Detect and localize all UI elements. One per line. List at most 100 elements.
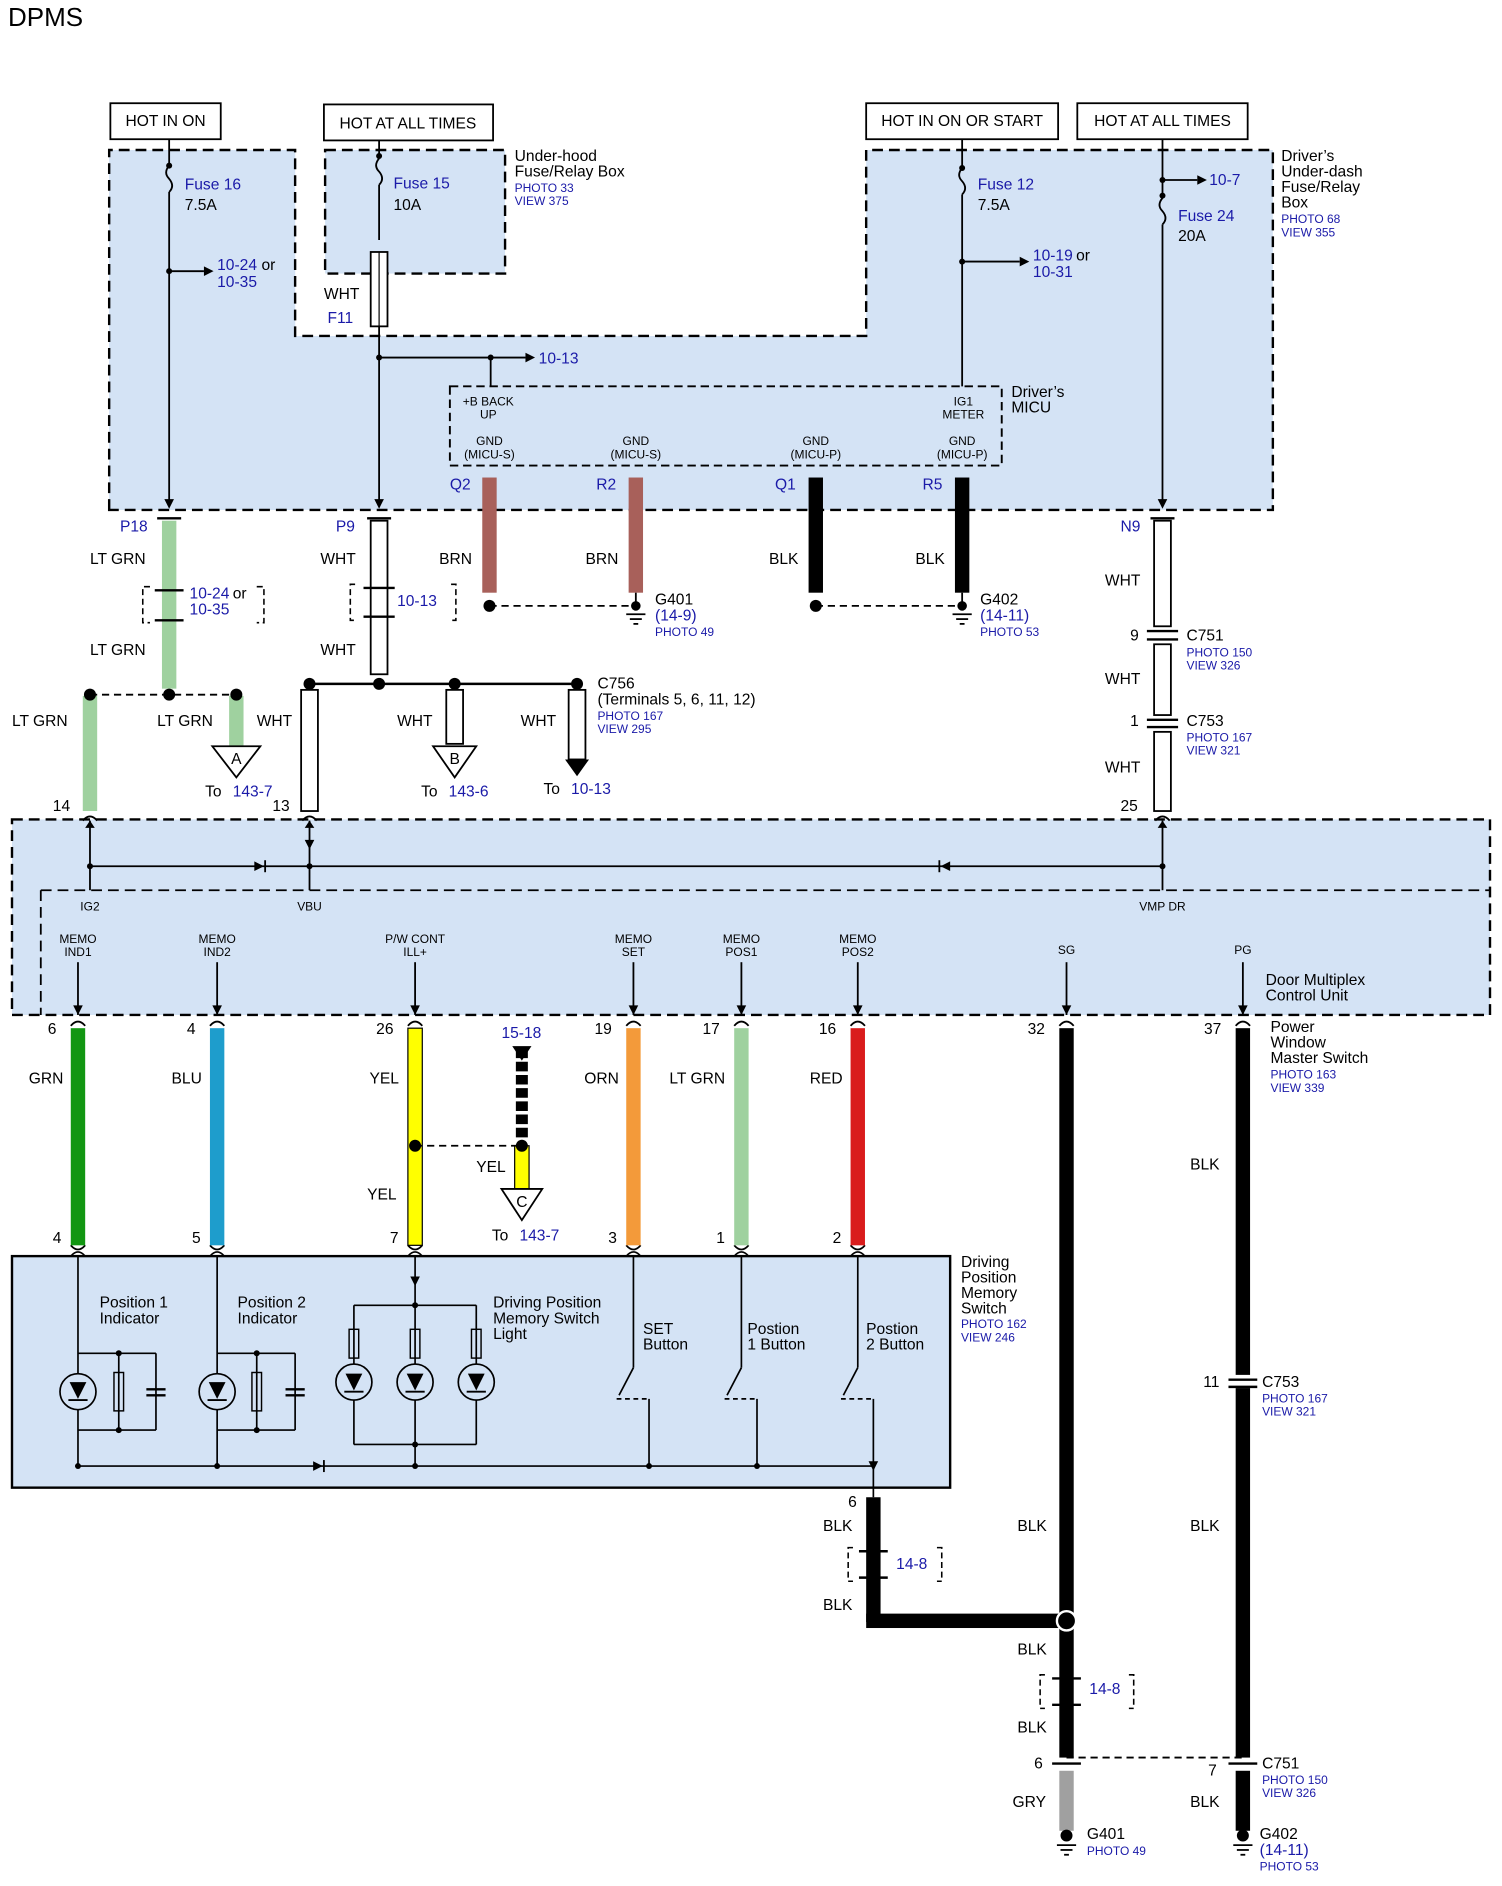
- pos1-ind-1: Position 1: [100, 1295, 168, 1312]
- fuse-15-label: Fuse 15: [393, 175, 450, 192]
- ref-143-7-c: 143-7: [519, 1228, 559, 1245]
- fuse-16-amp: 7.5A: [185, 197, 218, 214]
- pos2-button-1: Postion: [866, 1321, 918, 1338]
- g402-lower: G402: [1260, 1826, 1298, 1843]
- dmcu-term-label-3-b: SET: [622, 945, 646, 959]
- dmcu-term-wire-2: YEL: [370, 1070, 400, 1087]
- fuse-24-amp: 20A: [1178, 228, 1206, 245]
- c756-label: C756: [597, 676, 634, 693]
- dmcu-diodes: [85, 820, 1168, 873]
- dmcu-term-label-6: SG: [1058, 943, 1075, 957]
- micu-gnd-1: GND: [476, 434, 503, 448]
- micu-gnd-2: GND: [623, 434, 650, 448]
- pwms-view: VIEW 339: [1270, 1081, 1324, 1095]
- dmcu-term-lower-cap-4: [733, 1244, 750, 1251]
- micu-gnd-3: GND: [802, 434, 829, 448]
- ref-mid-10-35: 10-35: [190, 601, 230, 618]
- page-title: DPMS: [8, 2, 84, 32]
- c751-lower: C751: [1262, 1755, 1299, 1772]
- dmcu-term-cap-1: [209, 1020, 226, 1027]
- micu-pin-r5: R5: [923, 477, 943, 494]
- junction-a: [210, 745, 263, 779]
- pin-6-c751: 6: [1034, 1755, 1043, 1772]
- micu-gnd-4: GND: [949, 434, 976, 448]
- micu-gnd-3-p: (MICU-P): [790, 447, 841, 461]
- upper-references: 10-24 or 10-35 10-19 or 10-31 10-7 10-13…: [217, 172, 1240, 368]
- junction-c-label: C: [516, 1194, 527, 1211]
- upper-arrows: [164, 153, 1207, 509]
- pos1-button-1: Postion: [747, 1321, 799, 1338]
- micu-ground-labels: BRN BRN BLK BLK G401 (14-9) PHOTO 49 G40…: [439, 551, 1039, 639]
- dmcu-term-wire-1: BLU: [172, 1070, 202, 1087]
- to-label-10-13: To: [543, 781, 560, 798]
- pwms-name-3: Master Switch: [1270, 1050, 1368, 1067]
- dmcu-term-cap-6: [1058, 1020, 1075, 1027]
- dmcu-term-lower-pin-3: 3: [608, 1230, 617, 1247]
- pos2-ind-2: Indicator: [238, 1310, 298, 1327]
- dpms-labels: Position 1 Indicator Position 2 Indicato…: [100, 1254, 1027, 1354]
- light-1: Driving Position: [493, 1295, 601, 1312]
- underhood-name-2: Fuse/Relay Box: [515, 163, 625, 180]
- g401-upper-ref: (14-9): [655, 607, 697, 624]
- micu-gnd-4-p: (MICU-P): [937, 447, 988, 461]
- dmcu-labels: IG2 VBU VMP DR Door Multiplex Control Un…: [80, 900, 1365, 1005]
- dmcu-term-lower-pin-4: 1: [716, 1230, 725, 1247]
- ref-or-2: or: [1076, 247, 1090, 264]
- ref-10-7: 10-7: [1209, 172, 1240, 189]
- dpms-name-2: Position: [961, 1270, 1016, 1287]
- c753-lower: C753: [1262, 1374, 1299, 1391]
- dmcu-term-label-4-b: POS1: [725, 945, 757, 959]
- ref-or-1: or: [262, 257, 276, 274]
- dmcu-term-pin-1: 4: [187, 1021, 196, 1038]
- g402-lower-ref: (14-11): [1260, 1842, 1309, 1859]
- wire-blk-sg-1: BLK: [1017, 1518, 1047, 1535]
- dpms-symbols: [68, 1276, 879, 1473]
- dmcu-term-lower-pin-1: 5: [192, 1230, 201, 1247]
- dmcu-term-wire-3: ORN: [584, 1070, 619, 1087]
- dmcu-term-cap-0: [70, 1020, 86, 1027]
- wire-wht-a: WHT: [257, 713, 293, 730]
- pin-7-c751: 7: [1208, 1763, 1217, 1780]
- dmcu-term-pin-0: 6: [48, 1021, 57, 1038]
- dmcu-term-lower-pin-2: 7: [390, 1230, 399, 1247]
- junction-c: [499, 1188, 544, 1222]
- wire-wht-p9-1: WHT: [320, 551, 356, 568]
- dpms-name-3: Memory: [961, 1285, 1017, 1302]
- dmcu-term-cap-3: [625, 1020, 642, 1027]
- dmcu-term-wire-4: LT GRN: [669, 1070, 725, 1087]
- to-label-a: To: [205, 784, 222, 801]
- micu-name-1: Driver’s: [1011, 384, 1064, 401]
- driver-box-view: VIEW 355: [1281, 225, 1335, 239]
- dmcu-internal: [82, 815, 1171, 891]
- micu-pin-q1: Q1: [775, 477, 796, 494]
- driver-box-photo: PHOTO 68: [1281, 212, 1340, 226]
- light-3: Light: [493, 1326, 527, 1343]
- micu-ground-wires: [482, 477, 972, 625]
- fuse-12-amp: 7.5A: [978, 197, 1011, 214]
- dmcu-term-label-0-b: IND1: [64, 945, 92, 959]
- dmcu-term-arrow-5: [852, 1005, 863, 1015]
- set-button-2: Button: [643, 1337, 688, 1354]
- pin-p18: P18: [120, 519, 148, 536]
- ref-143-6: 143-6: [449, 784, 489, 801]
- ref-14-8-b: 14-8: [1089, 1681, 1120, 1698]
- driver-box-name-3: Fuse/Relay: [1281, 179, 1360, 196]
- dmcu-term-lower-cap-1: [209, 1244, 226, 1251]
- dmcu-term-label-0-a: MEMO: [59, 932, 96, 946]
- g401-lower: G401: [1087, 1826, 1125, 1843]
- dpms-name-1: Driving: [961, 1254, 1009, 1271]
- wire-ltgrn-2: LT GRN: [90, 642, 146, 659]
- g402-upper-ref: (14-11): [980, 607, 1029, 624]
- underhood-name-1: Under-hood: [515, 148, 597, 165]
- dmcu-term-arrow-4: [736, 1005, 747, 1015]
- middle-labels: P18 P9 N9 LT GRN LT GRN LT GRN LT GRN WH…: [12, 519, 1253, 816]
- dmcu-term-cap-7: [1234, 1020, 1251, 1027]
- dmcu-term-label-7: PG: [1234, 943, 1251, 957]
- dmcu-term-arrow-7: [1238, 1005, 1248, 1015]
- c753-mid-photo: PHOTO 167: [1186, 730, 1252, 744]
- micu-meter: METER: [942, 408, 984, 422]
- fuse-wiring: [165, 139, 1198, 502]
- micu-pin-r2: R2: [596, 477, 616, 494]
